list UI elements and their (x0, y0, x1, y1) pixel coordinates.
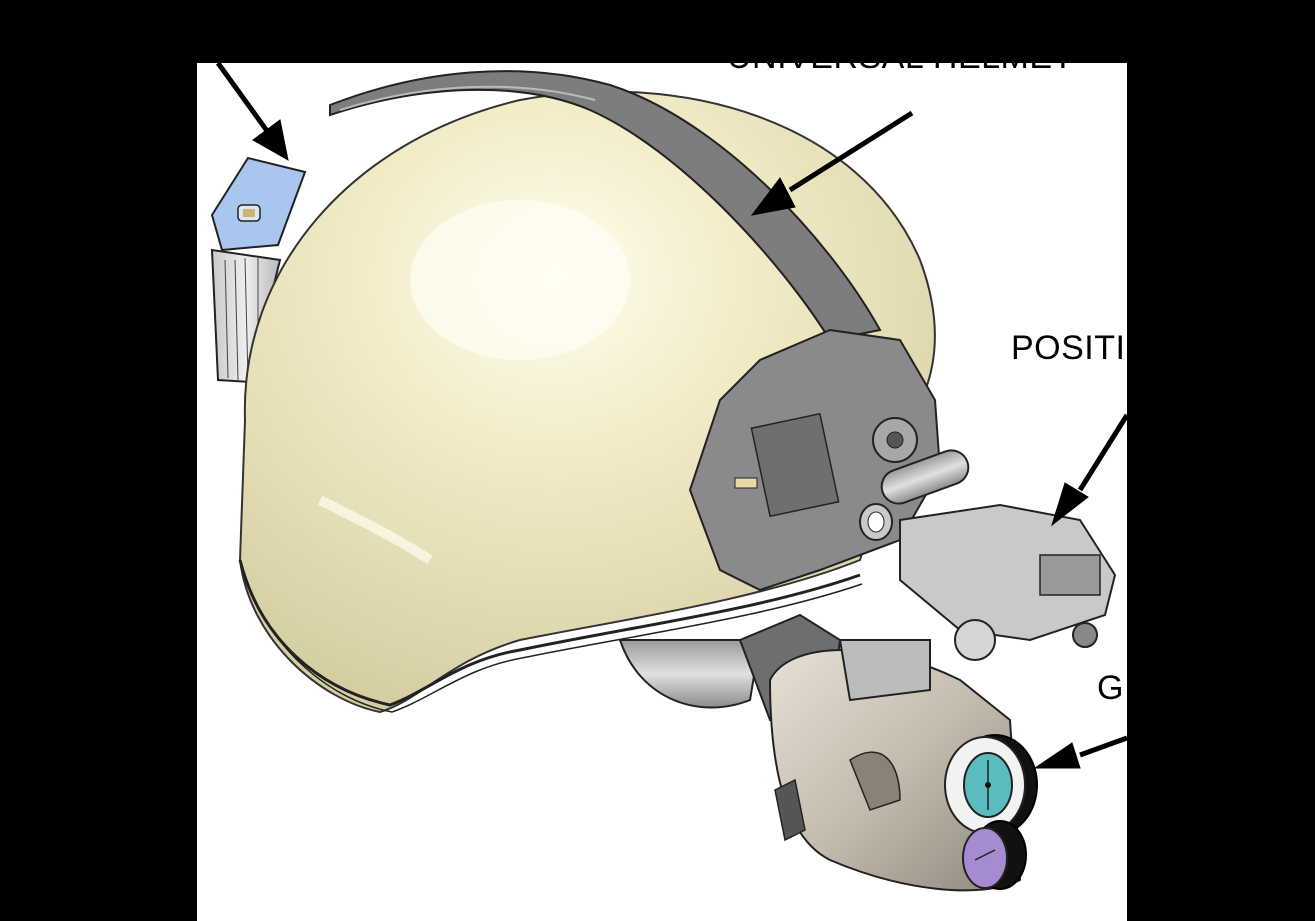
label-positioning-mount: POSITI (1011, 329, 1126, 367)
night-vision-goggle (618, 613, 1038, 892)
positioning-mount (899, 503, 1117, 661)
top-bar (0, 0, 1315, 63)
mount-bracket (688, 328, 970, 592)
helmet-illustration (210, 63, 1127, 892)
arrow-battery (215, 63, 289, 161)
arrow-goggle (1033, 735, 1127, 769)
arrow-position (1051, 413, 1127, 527)
battery-pack (210, 156, 307, 384)
callout-arrows (215, 63, 1127, 769)
right-mask (1127, 0, 1315, 921)
label-universal-helmet: UNIVERSAL HELMET (727, 63, 1074, 74)
label-goggle: G (1097, 669, 1124, 707)
arrow-helmet (750, 110, 914, 216)
figure-panel (197, 63, 1127, 921)
